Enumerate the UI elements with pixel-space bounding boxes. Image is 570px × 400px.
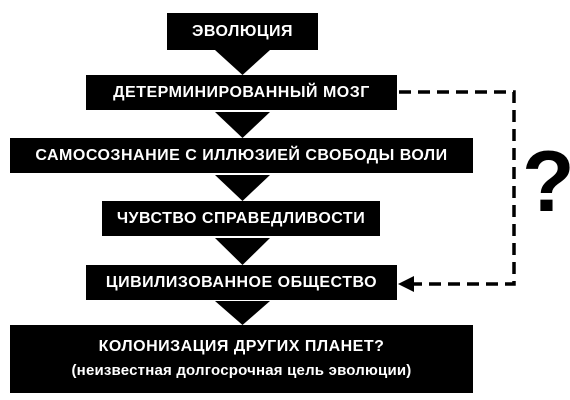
arrow-down-2 xyxy=(215,112,270,138)
node-sense-of-justice-label: ЧУВСТВО СПРАВЕДЛИВОСТИ xyxy=(116,209,366,227)
node-self-awareness-label: САМОСОЗНАНИЕ С ИЛЛЮЗИЕЙ СВОБОДЫ ВОЛИ xyxy=(35,146,448,164)
arrow-down-4 xyxy=(215,238,270,265)
arrow-down-1 xyxy=(215,50,270,75)
node-determined-brain: ДЕТЕРМИНИРОВАННЫЙ МОЗГ xyxy=(86,75,397,110)
node-civilized-society: ЦИВИЛИЗОВАННОЕ ОБЩЕСТВО xyxy=(86,265,397,300)
node-civilized-society-label: ЦИВИЛИЗОВАННОЕ ОБЩЕСТВО xyxy=(105,273,378,291)
node-colonization: КОЛОНИЗАЦИЯ ДРУГИХ ПЛАНЕТ? (неизвестная … xyxy=(10,325,473,393)
node-evolution: ЭВОЛЮЦИЯ xyxy=(167,13,318,50)
node-colonization-sublabel: (неизвестная долгосрочная цель эволюции) xyxy=(71,362,412,379)
node-colonization-label: КОЛОНИЗАЦИЯ ДРУГИХ ПЛАНЕТ? xyxy=(98,338,385,355)
node-determined-brain-label: ДЕТЕРМИНИРОВАННЫЙ МОЗГ xyxy=(113,83,370,101)
arrow-down-5 xyxy=(215,301,270,325)
dashed-arrowhead xyxy=(398,276,414,292)
node-sense-of-justice: ЧУВСТВО СПРАВЕДЛИВОСТИ xyxy=(102,201,380,236)
question-mark: ? xyxy=(522,134,570,230)
node-self-awareness: САМОСОЗНАНИЕ С ИЛЛЮЗИЕЙ СВОБОДЫ ВОЛИ xyxy=(10,138,473,173)
dashed-connector xyxy=(399,90,516,286)
node-evolution-label: ЭВОЛЮЦИЯ xyxy=(192,22,293,40)
arrow-down-3 xyxy=(215,175,270,201)
